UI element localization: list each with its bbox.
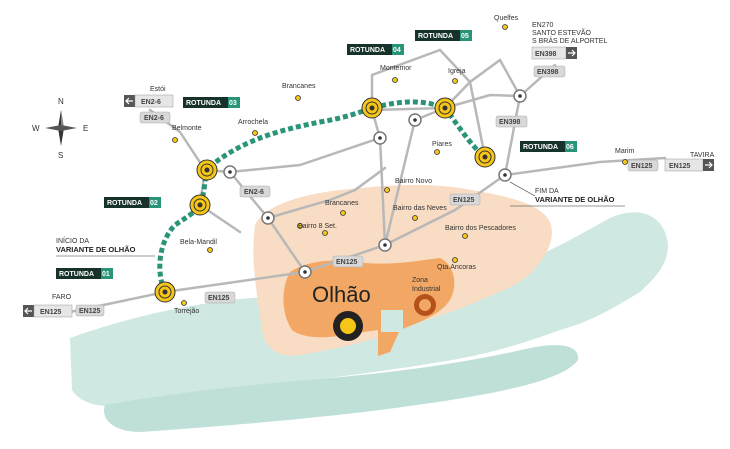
roundabout-04 xyxy=(361,97,383,119)
inicio-label: INÍCIO DA VARIANTE DE OLHÃO xyxy=(56,236,155,257)
svg-text:FIM DA: FIM DA xyxy=(535,188,559,195)
roundabout-06 xyxy=(474,146,496,168)
place-label: Bela-Mandil xyxy=(180,239,217,246)
road-label: EN398 xyxy=(537,69,559,76)
road-en125-east xyxy=(503,156,667,177)
place-label: Bairro Novo xyxy=(395,178,432,185)
svg-text:ROTUNDA: ROTUNDA xyxy=(350,47,385,54)
sign-road-label: EN125 xyxy=(40,309,62,316)
compass-w: W xyxy=(32,124,40,133)
zona-industrial-label: Zona xyxy=(412,277,428,284)
svg-text:05: 05 xyxy=(461,33,469,40)
sign-place-label: EN270 xyxy=(532,22,554,29)
road-secondary-8 xyxy=(443,93,522,110)
road-label: EN2-6 xyxy=(244,189,264,196)
place-label: Marim xyxy=(615,148,635,155)
zona-industrial-marker xyxy=(414,294,436,316)
rotunda-badge-05: ROTUNDA 05 xyxy=(415,30,472,41)
svg-text:06: 06 xyxy=(566,144,574,151)
roundabout-01 xyxy=(154,281,176,303)
roundabout-02 xyxy=(189,194,211,216)
svg-text:ROTUNDA: ROTUNDA xyxy=(418,33,453,40)
place-label: Igreja xyxy=(448,68,466,75)
svg-text:04: 04 xyxy=(393,47,401,54)
place-label: Piares xyxy=(432,141,452,148)
roundabouts xyxy=(154,97,496,303)
harbour-basin xyxy=(381,310,403,332)
place-label: Montemor xyxy=(380,65,412,72)
sign-place-label: SANTO ESTEVÃO xyxy=(532,28,592,37)
road-secondary-4 xyxy=(443,58,522,110)
fim-label: FIM DA VARIANTE DE OLHÃO xyxy=(509,181,625,207)
sign-place-label: TAVIRA xyxy=(690,152,715,159)
sign-faro: FARO EN125 xyxy=(23,294,73,318)
roundabout-03 xyxy=(196,159,218,181)
road-labels: EN2-6 EN2-6 EN398 EN398 EN125 EN125 EN12… xyxy=(75,65,659,317)
roundabout-05 xyxy=(434,97,456,119)
compass-n: N xyxy=(58,97,64,106)
sign-place-label: S BRÁS DE ALPORTEL xyxy=(532,36,607,45)
road-secondary-6 xyxy=(370,48,472,112)
svg-text:ROTUNDA: ROTUNDA xyxy=(107,200,142,207)
sign-place-label: FARO xyxy=(52,294,72,301)
place-label: Torrejão xyxy=(174,308,199,315)
place-dots xyxy=(172,24,628,306)
compass-s: S xyxy=(58,151,63,160)
svg-text:ROTUNDA: ROTUNDA xyxy=(186,100,221,107)
sign-estoi: EN2-6 xyxy=(124,94,174,108)
rotunda-badge-06: ROTUNDA 06 xyxy=(520,141,577,152)
svg-text:ROTUNDA: ROTUNDA xyxy=(59,271,94,278)
place-label: Bairro dos Pescadores xyxy=(445,225,516,232)
svg-text:VARIANTE DE OLHÃO: VARIANTE DE OLHÃO xyxy=(535,195,615,204)
place-label: Brancanes xyxy=(325,200,359,207)
svg-text:INÍCIO DA: INÍCIO DA xyxy=(56,236,89,245)
svg-text:ROTUNDA: ROTUNDA xyxy=(523,144,558,151)
rotunda-badge-02: ROTUNDA 02 xyxy=(104,197,161,208)
lagoon-island xyxy=(104,345,579,432)
svg-text:01: 01 xyxy=(102,271,110,278)
road-secondary-3 xyxy=(266,166,387,220)
place-label: Estói xyxy=(150,86,166,93)
rotunda-badge-04: ROTUNDA 04 xyxy=(347,44,404,55)
rotunda-badge-01: ROTUNDA 01 xyxy=(56,268,113,279)
sign-road-label: EN2-6 xyxy=(141,99,161,106)
svg-text:03: 03 xyxy=(229,100,237,107)
road-label: EN125 xyxy=(79,308,101,315)
road-label: EN125 xyxy=(208,295,230,302)
place-label: Bairro das Neves xyxy=(393,205,447,212)
place-label: Quelfes xyxy=(494,15,519,22)
road-secondary-5 xyxy=(468,80,487,159)
sign-road-label: EN125 xyxy=(669,163,691,170)
city-name: Olhão xyxy=(312,282,371,307)
city-centre-marker xyxy=(333,311,363,341)
sign-road-label: EN398 xyxy=(535,51,557,58)
place-label: Qta.Ancoras xyxy=(437,264,476,271)
compass-e: E xyxy=(83,124,88,133)
road-label: EN125 xyxy=(453,197,475,204)
road-en2-6 xyxy=(148,108,307,274)
road-label: EN125 xyxy=(336,259,358,266)
place-label: Arrochela xyxy=(238,119,268,126)
compass-rose: N S W E xyxy=(32,97,88,160)
road-label: EN2-6 xyxy=(144,115,164,122)
road-secondary-1 xyxy=(228,136,387,247)
place-label: Belmonte xyxy=(172,125,202,132)
svg-text:02: 02 xyxy=(150,200,158,207)
junctions xyxy=(223,89,527,279)
place-label: Brancanes xyxy=(282,83,316,90)
urban-area-dark xyxy=(283,258,455,356)
zona-industrial-label: Industrial xyxy=(412,286,441,293)
road-label: EN398 xyxy=(499,119,521,126)
place-label: Bairro 8 Set. xyxy=(298,223,337,230)
sign-tavira: TAVIRA EN125 xyxy=(664,152,715,172)
svg-text:VARIANTE DE OLHÃO: VARIANTE DE OLHÃO xyxy=(56,245,136,254)
variante-de-olhao-route xyxy=(157,99,487,294)
sign-en270: EN270 SANTO ESTEVÃO S BRÁS DE ALPORTEL E… xyxy=(531,22,607,60)
rotunda-badge-03: ROTUNDA 03 xyxy=(183,97,240,108)
road-label: EN125 xyxy=(631,163,653,170)
